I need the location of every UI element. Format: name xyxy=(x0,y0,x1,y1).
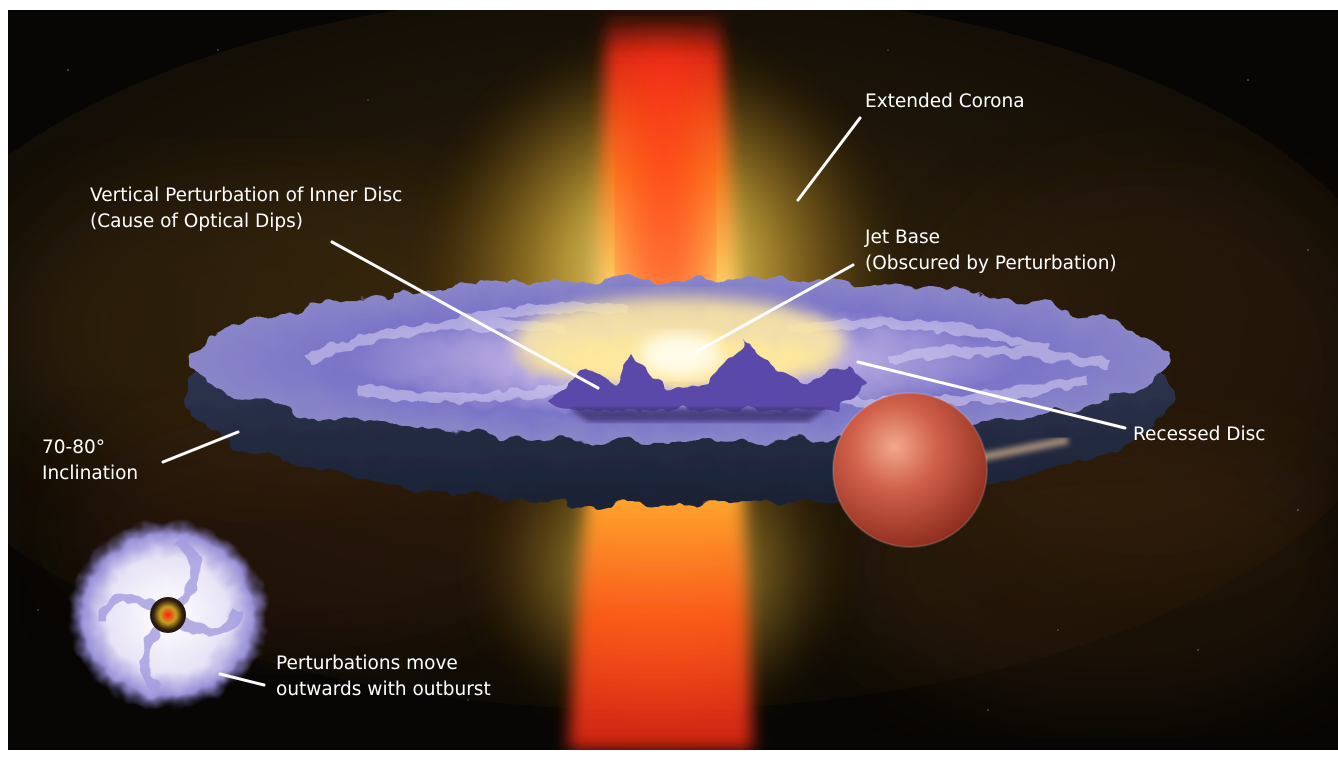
label-extended-corona: Extended Corona xyxy=(865,91,1025,112)
label-recessed-disc: Recessed Disc xyxy=(1133,424,1266,445)
leader-perturbations-move xyxy=(218,672,266,687)
label-vertical-perturbation: Vertical Perturbation of Inner Disc (Cau… xyxy=(90,185,403,232)
leader-vertical-perturbation xyxy=(330,240,600,390)
leader-recessed-disc xyxy=(856,360,1127,430)
label-perturbations-move: Perturbations move outwards with outburs… xyxy=(276,653,491,700)
label-inclination: 70-80° Inclination xyxy=(42,437,139,484)
accretion-disc-illustration xyxy=(8,10,1338,750)
leader-jet-base xyxy=(694,263,855,354)
companion-star xyxy=(832,392,1069,548)
label-jet-base: Jet Base (Obscured by Perturbation) xyxy=(865,227,1117,274)
face-on-disc-inset xyxy=(68,520,268,710)
leader-inclination xyxy=(161,430,240,464)
leader-extended-corona xyxy=(796,116,862,202)
leader-lines xyxy=(161,116,1127,687)
illustration-scene: Extended Corona Vertical Perturbation of… xyxy=(8,10,1338,750)
